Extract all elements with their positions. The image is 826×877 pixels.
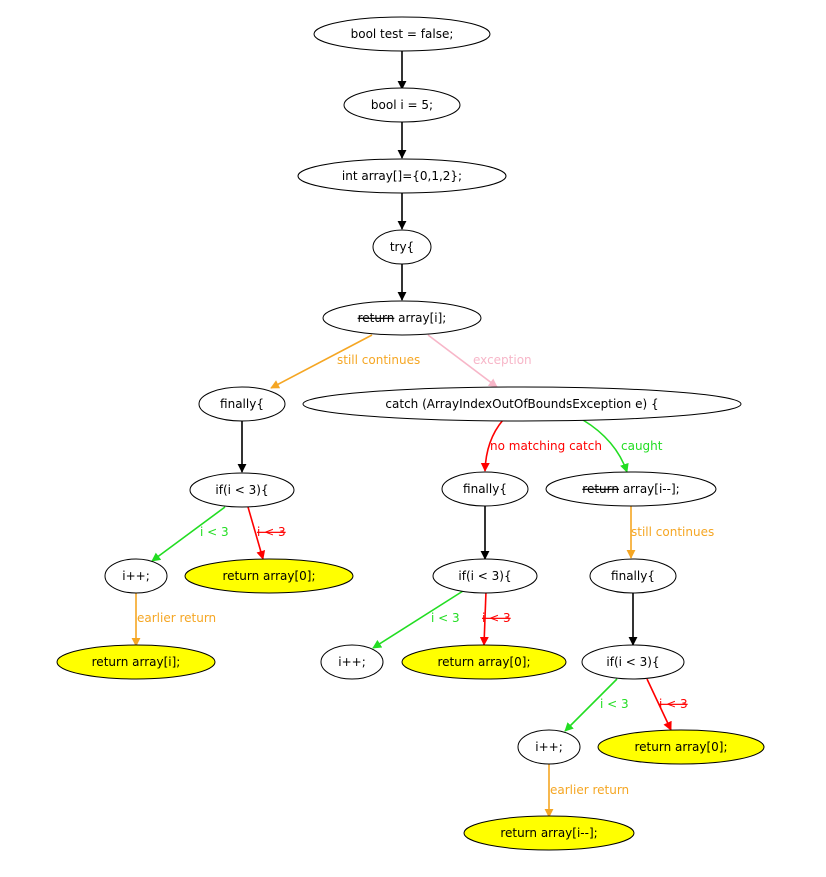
edge-label-not-lt3: i < 3 [659, 697, 688, 711]
edge-n5-n6 [270, 334, 373, 389]
node-label: try{ [390, 240, 414, 254]
node-iplusplus-middle: i++; [320, 644, 384, 680]
edge-label-earlier-return: earlier return [550, 783, 629, 797]
node-finally-left: finally{ [198, 386, 286, 422]
edge-label-lt3: i < 3 [431, 611, 460, 625]
node-return-array-i-final: return array[i]; [56, 644, 216, 680]
node-finally-right: finally{ [589, 558, 677, 594]
node-label: bool i = 5; [371, 98, 433, 112]
node-label: if(i < 3){ [606, 655, 659, 669]
node-if-left: if(i < 3){ [189, 472, 295, 508]
struck-keyword: return [582, 482, 619, 496]
edge-label-not-lt3: i < 3 [482, 611, 511, 625]
edge-n7-n12 [480, 419, 504, 472]
node-label-rest: array[i]; [394, 311, 446, 325]
node-label: bool test = false; [351, 27, 454, 41]
node-finally-middle: finally{ [441, 471, 529, 507]
node-bool-i: bool i = 5; [343, 87, 461, 123]
node-label: finally{ [463, 482, 507, 496]
edge-label-earlier-return: earlier return [137, 611, 216, 625]
edge-labels: still continues exception i < 3 i < 3 ea… [137, 353, 714, 797]
edge-label-still-continues: still continues [631, 525, 714, 539]
edge-label-caught: caught [621, 439, 663, 453]
node-label: return array[0]; [437, 655, 530, 669]
node-label: return array[i--]; [500, 826, 597, 840]
node-label: finally{ [611, 569, 655, 583]
node-label-rest: array[i--]; [619, 482, 680, 496]
node-label: return array[0]; [634, 740, 727, 754]
node-label: finally{ [220, 397, 264, 411]
node-iplusplus-left: i++; [104, 558, 168, 594]
node-catch: catch (ArrayIndexOutOfBoundsException e)… [302, 386, 742, 422]
node-if-right: if(i < 3){ [581, 644, 685, 680]
edge-label-no-matching-catch: no matching catch [490, 439, 602, 453]
node-label: i++; [122, 569, 150, 583]
node-return-array-i: return array[i]; [322, 300, 482, 336]
node-return-array-i-dec-final: return array[i--]; [463, 815, 635, 851]
edge-n14-n15 [372, 590, 464, 649]
node-label: return array[i]; [92, 655, 181, 669]
node-label: i++; [338, 655, 366, 669]
node-label: return array[i]; [358, 311, 447, 325]
edge-label-exception: exception [473, 353, 532, 367]
edge-n7-n13 [582, 419, 629, 473]
edge-n14-n16 [479, 590, 489, 646]
node-return-array-i-dec: return array[i--]; [545, 471, 717, 507]
node-label: catch (ArrayIndexOutOfBoundsException e)… [385, 397, 658, 411]
nodes: bool test = false; bool i = 5; int array… [56, 16, 765, 851]
node-int-array: int array[]={0,1,2}; [297, 158, 507, 194]
edge-n8-n10 [247, 506, 266, 560]
node-label: int array[]={0,1,2}; [342, 169, 462, 183]
edge-n18-n19 [564, 678, 618, 732]
edges [131, 51, 672, 818]
edge-label-lt3: i < 3 [200, 525, 229, 539]
node-return-array-0-left: return array[0]; [184, 558, 354, 594]
node-label: return array[i--]; [582, 482, 679, 496]
edge-n8-n9 [151, 506, 226, 562]
node-label: if(i < 3){ [458, 569, 511, 583]
node-return-array-0-middle: return array[0]; [401, 644, 567, 680]
node-label: i++; [535, 740, 563, 754]
edge-n18-n20 [646, 678, 672, 731]
node-bool-test: bool test = false; [313, 16, 491, 52]
node-label: if(i < 3){ [215, 483, 268, 497]
node-label: return array[0]; [222, 569, 315, 583]
node-if-middle: if(i < 3){ [432, 558, 538, 594]
node-try: try{ [372, 229, 432, 265]
node-iplusplus-right: i++; [517, 729, 581, 765]
edge-n5-n7 [427, 334, 498, 388]
edge-label-lt3: i < 3 [600, 697, 629, 711]
edge-label-still-continues: still continues [337, 353, 420, 367]
node-return-array-0-right: return array[0]; [597, 729, 765, 765]
struck-keyword: return [358, 311, 395, 325]
edge-label-not-lt3: i < 3 [257, 525, 286, 539]
